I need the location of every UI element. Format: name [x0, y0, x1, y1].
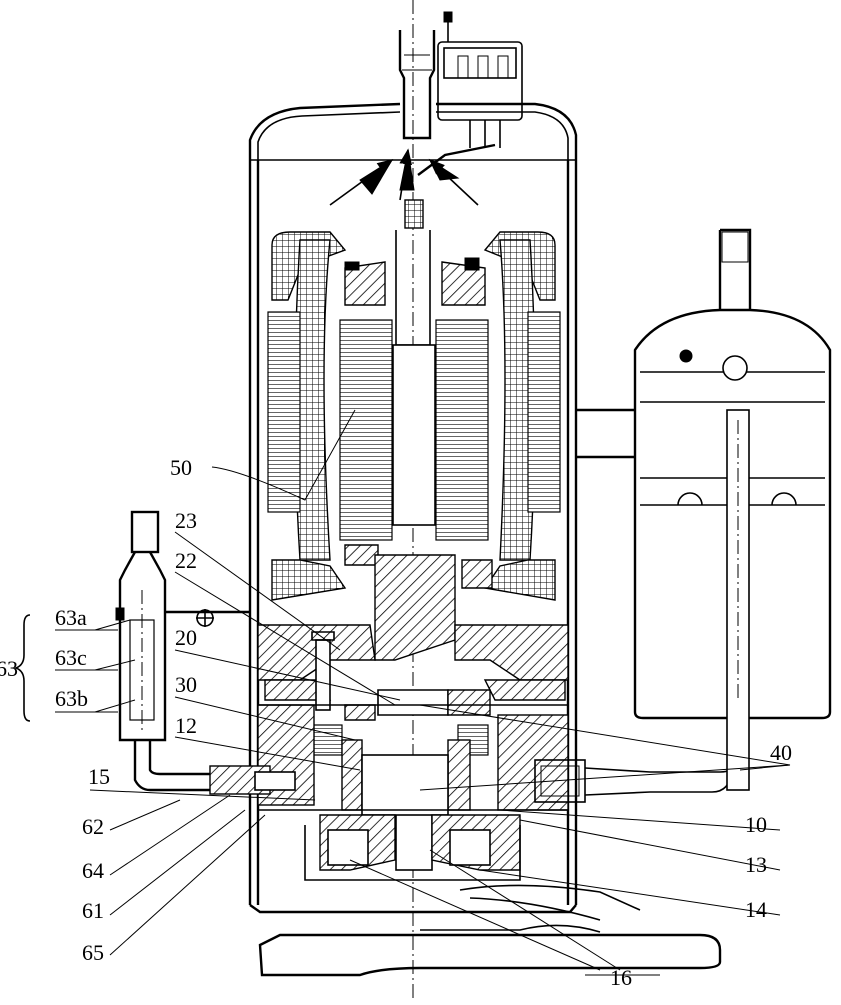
label-50: 50 — [170, 455, 192, 480]
label-61: 61 — [82, 898, 104, 923]
terminal-box — [437, 11, 523, 148]
main-bearing — [257, 554, 569, 711]
part-labels: 63a 63 63c 63b 23 22 20 30 12 15 62 64 6… — [0, 455, 792, 990]
label-63: 63 — [0, 656, 18, 681]
label-16: 16 — [610, 965, 632, 990]
label-65: 65 — [82, 940, 104, 965]
label-63c: 63c — [55, 645, 87, 670]
compressor-shell — [248, 102, 722, 977]
label-14: 14 — [745, 897, 767, 922]
label-64: 64 — [82, 858, 104, 883]
label-40: 40 — [770, 740, 792, 765]
label-10: 10 — [745, 812, 767, 837]
injection-device — [115, 510, 296, 795]
group-brace — [13, 614, 31, 722]
label-12: 12 — [175, 713, 197, 738]
label-23: 23 — [175, 508, 197, 533]
lower-bearing — [304, 814, 521, 881]
label-13: 13 — [745, 852, 767, 877]
accumulator — [576, 228, 832, 791]
label-20: 20 — [175, 625, 197, 650]
label-63a: 63a — [55, 605, 87, 630]
motor-stator — [267, 231, 561, 601]
leader-lines — [55, 409, 791, 976]
flow-arrows — [329, 143, 496, 229]
label-22: 22 — [175, 548, 197, 573]
label-30: 30 — [175, 672, 197, 697]
label-63b: 63b — [55, 686, 88, 711]
label-62: 62 — [82, 814, 104, 839]
discharge-pipe — [398, 30, 436, 140]
label-15: 15 — [88, 764, 110, 789]
